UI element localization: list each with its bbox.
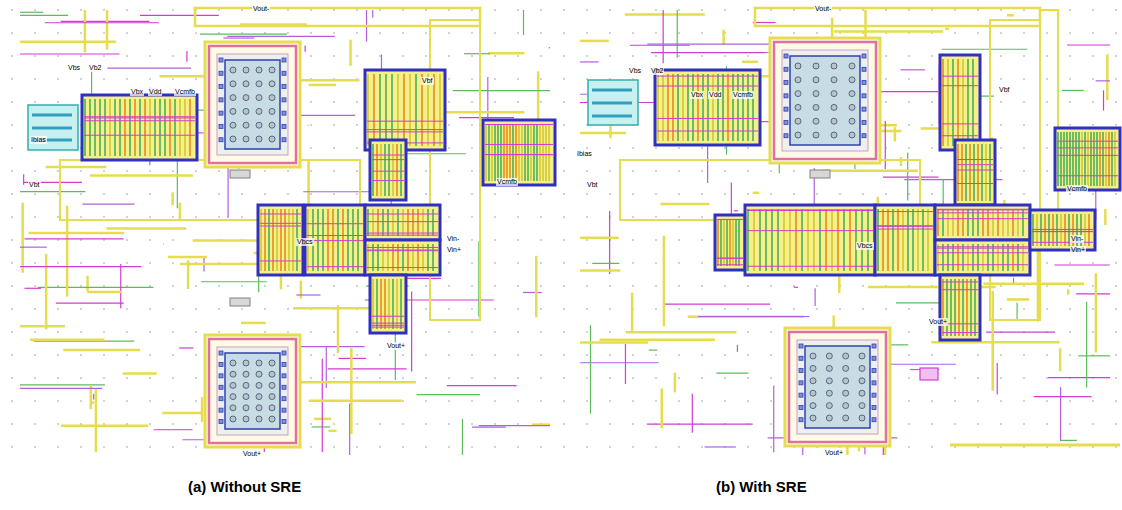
pin-label: Vdd [148,88,162,96]
panel-caption: (b) With SRE [716,478,807,495]
pin-label: Vcmfb [1066,185,1088,193]
pin-label: Vout- [252,5,270,13]
pin-label: Vbs [628,67,642,75]
pin-label: Vout+ [242,450,262,458]
pin-label: Vbt [586,181,599,189]
pin-label: Vbf [421,77,434,85]
pin-label: Vout+ [824,449,844,457]
pin-label: Vbx [690,91,704,99]
pin-label: Vout- [814,5,832,13]
pin-label: Vout+ [386,342,406,350]
pin-label: Vbx [130,88,144,96]
pin-label: Vcmfb [496,178,518,186]
pin-label: Vb2 [88,64,102,72]
pin-label: Ibias [30,136,47,144]
pin-label: Vin+ [1070,246,1086,254]
pin-label: Vcmfb [732,91,754,99]
pin-label: Vbcs [296,238,314,246]
pin-label: Vbt [28,181,41,189]
pin-label: Ibias [576,150,593,158]
pin-label: Vcmfb [174,88,196,96]
pin-label: Vb2 [650,67,664,75]
panel-caption: (a) Without SRE [188,478,301,495]
layout-shapes [20,8,1120,455]
pin-label: Vbs [67,64,81,72]
pin-label: Vin- [1070,235,1084,243]
pin-label: Vin+ [446,246,462,254]
pin-label: Vdd [708,91,722,99]
pin-label: Vin- [446,235,460,243]
grid-dots [11,9,1117,448]
pin-label: Vbcs [856,242,874,250]
pin-label: Vout+ [928,318,948,326]
pin-label: Vbf [998,86,1011,94]
